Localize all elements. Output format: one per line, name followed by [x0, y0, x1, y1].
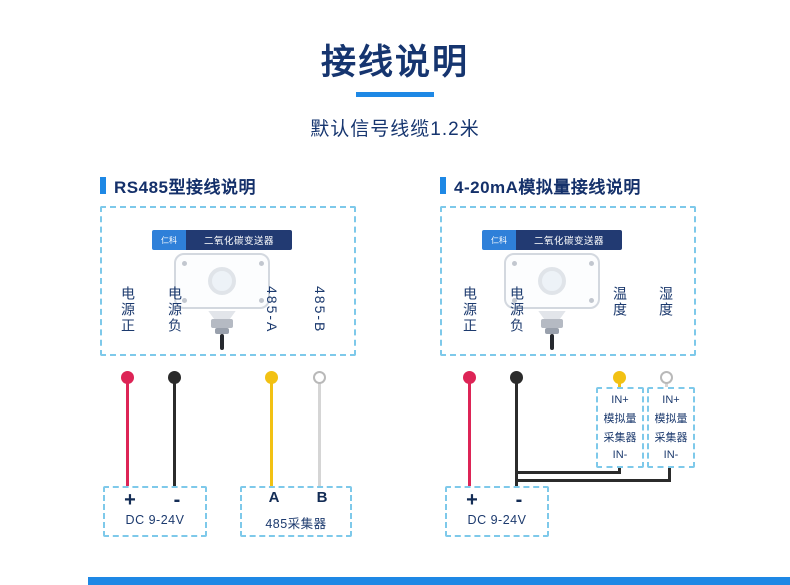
- analog-section-heading: 4-20mA模拟量接线说明: [440, 173, 641, 198]
- device-cable: [550, 334, 554, 350]
- wire-dot-white: [660, 371, 673, 384]
- wire-dot-white: [313, 371, 326, 384]
- minus-terminal: -: [515, 489, 523, 511]
- wire-red: [468, 377, 471, 487]
- wire-dot-red: [121, 371, 134, 384]
- cable-gland-stem: [215, 328, 229, 334]
- device-neck: [538, 311, 566, 319]
- cable-gland-stem: [545, 328, 559, 334]
- rs485-section-heading: RS485型接线说明: [100, 173, 256, 198]
- analog-pin-label-power-minus: 电源负: [509, 286, 525, 334]
- screw-icon: [259, 261, 264, 266]
- screw-icon: [512, 261, 517, 266]
- rs485-pin-label-power-plus: 电源正: [120, 286, 136, 334]
- screw-icon: [182, 261, 187, 266]
- wire-black-stub-1: [618, 468, 621, 474]
- wire-red: [126, 377, 129, 487]
- wire-yellow: [270, 377, 273, 487]
- brand-badge: 仁科: [152, 230, 186, 250]
- analog-pin-label-humidity: 湿度: [658, 286, 674, 318]
- plus-terminal: +: [124, 489, 136, 511]
- analog-collector-box-2: IN+ 模拟量 采集器 IN-: [647, 387, 695, 468]
- wire-black: [515, 377, 518, 487]
- sensor-lens-icon: [208, 267, 236, 295]
- device-label: 仁科 二氧化碳变送器: [152, 230, 292, 250]
- analog-collector-box-1: IN+ 模拟量 采集器 IN-: [596, 387, 644, 468]
- analog-sensor-device: 仁科 二氧化碳变送器: [472, 230, 632, 360]
- device-body: [174, 253, 270, 309]
- rs485-collector-terminal-box: A B 485采集器: [240, 486, 352, 537]
- title-underline: [356, 92, 434, 97]
- analog-heading-text: 4-20mA模拟量接线说明: [454, 178, 641, 197]
- analog-pin-label-temperature: 温度: [612, 286, 628, 318]
- page-title: 接线说明: [320, 43, 469, 82]
- screw-icon: [182, 298, 187, 303]
- screw-icon: [589, 261, 594, 266]
- cable-gland: [211, 319, 233, 328]
- screw-icon: [589, 298, 594, 303]
- cable-gland: [541, 319, 563, 328]
- rs485-pin-label-485a: 485-A: [264, 286, 280, 334]
- wire-white: [318, 377, 321, 487]
- sensor-lens-icon: [538, 267, 566, 295]
- minus-terminal: -: [173, 489, 181, 511]
- terminal-a: A: [268, 489, 280, 506]
- in-minus-terminal: IN-: [663, 448, 679, 461]
- device-name-label: 二氧化碳变送器: [186, 230, 292, 250]
- wire-black: [173, 377, 176, 487]
- device-name-label: 二氧化碳变送器: [516, 230, 622, 250]
- wire-black-branch-2: [515, 479, 671, 482]
- collector-name-line1: 模拟量: [603, 412, 637, 425]
- screw-icon: [512, 298, 517, 303]
- device-cable: [220, 334, 224, 350]
- wire-black-branch-1: [515, 471, 620, 474]
- rs485-pin-label-power-minus: 电源负: [167, 286, 183, 334]
- page-subtitle: 默认信号线缆1.2米: [310, 119, 480, 140]
- screw-icon: [259, 298, 264, 303]
- rs485-power-terminal-box: + - DC 9-24V: [103, 486, 207, 537]
- collector-name-line2: 采集器: [603, 432, 637, 445]
- collector-caption: 485采集器: [265, 517, 327, 531]
- terminal-b: B: [316, 489, 328, 506]
- rs485-heading-text: RS485型接线说明: [114, 178, 256, 197]
- wire-black-stub-2: [668, 468, 671, 482]
- device-neck: [208, 311, 236, 319]
- plus-terminal: +: [466, 489, 478, 511]
- wire-dot-yellow: [613, 371, 626, 384]
- rs485-device-box: [100, 206, 356, 356]
- collector-name-line1: 模拟量: [654, 412, 688, 425]
- rs485-pin-label-485b: 485-B: [312, 286, 328, 334]
- power-caption: DC 9-24V: [125, 513, 185, 527]
- analog-heading-bullet-icon: [440, 177, 446, 194]
- device-body: [504, 253, 600, 309]
- device-label: 仁科 二氧化碳变送器: [482, 230, 622, 250]
- brand-badge: 仁科: [482, 230, 516, 250]
- wire-dot-black: [510, 371, 523, 384]
- in-minus-terminal: IN-: [612, 448, 628, 461]
- wire-dot-black: [168, 371, 181, 384]
- collector-name-line2: 采集器: [654, 432, 688, 445]
- analog-device-box: [440, 206, 696, 356]
- bottom-accent-bar: [88, 577, 790, 585]
- analog-pin-label-power-plus: 电源正: [462, 286, 478, 334]
- wire-dot-red: [463, 371, 476, 384]
- analog-power-terminal-box: + - DC 9-24V: [445, 486, 549, 537]
- wire-dot-yellow: [265, 371, 278, 384]
- in-plus-terminal: IN+: [611, 394, 629, 406]
- in-plus-terminal: IN+: [662, 394, 680, 406]
- rs485-sensor-device: 仁科 二氧化碳变送器: [142, 230, 302, 360]
- power-caption: DC 9-24V: [467, 513, 527, 527]
- rs485-heading-bullet-icon: [100, 177, 106, 194]
